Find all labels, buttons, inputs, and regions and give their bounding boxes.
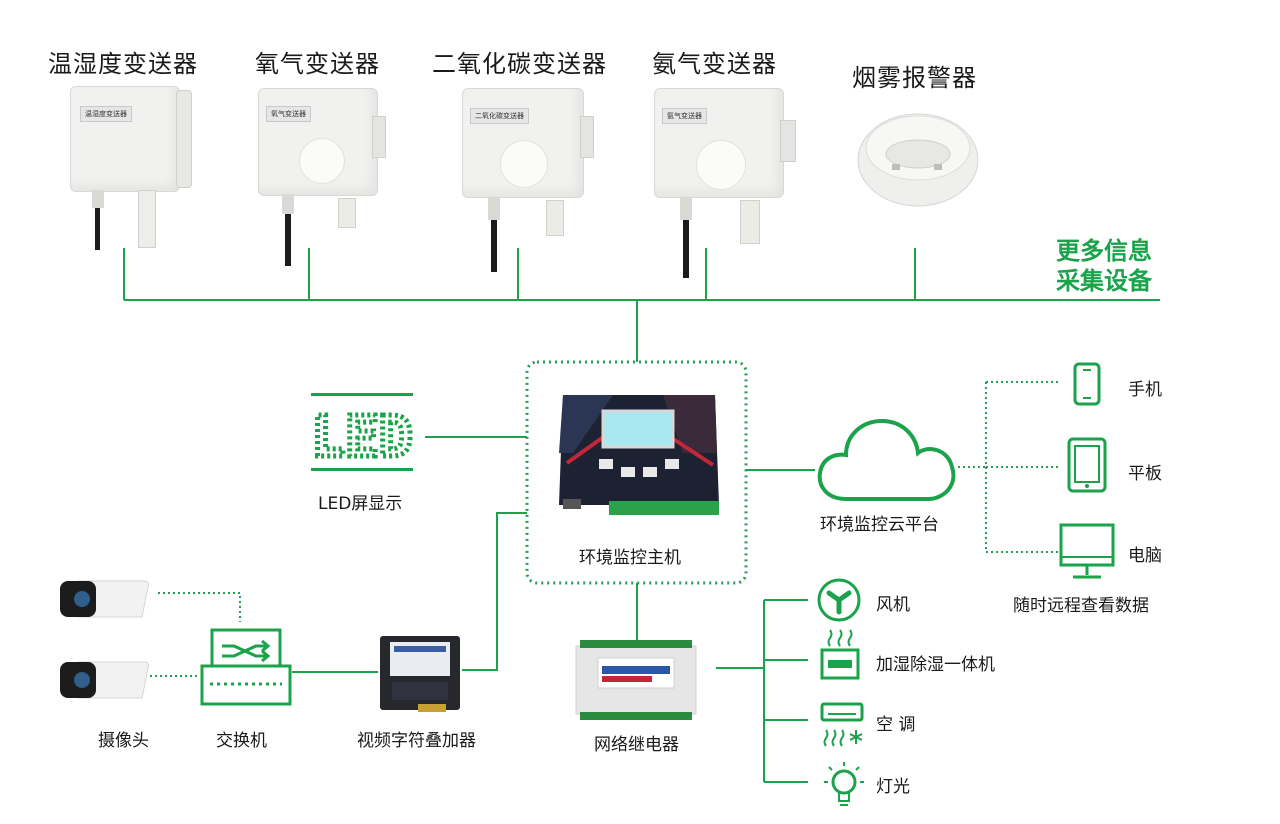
light-label: 灯光 <box>876 777 910 797</box>
co2-transmitter-image: 二氧化碳变送器 <box>460 86 600 276</box>
computer-label: 电脑 <box>1128 546 1162 566</box>
smoke-alarm-image <box>856 104 984 208</box>
temp-humidity-transmitter-image: 温湿度变送器 <box>66 86 192 251</box>
computer-icon <box>1059 523 1115 581</box>
host-label: 环境监控主机 <box>579 548 681 568</box>
osd-label: 视频字符叠加器 <box>357 731 476 751</box>
led-label: LED屏显示 <box>318 494 403 514</box>
sensor-title-co2: 二氧化碳变送器 <box>432 50 607 78</box>
device-badge: 氨气变送器 <box>662 108 707 124</box>
tablet-icon <box>1067 437 1107 493</box>
ac-label: 空 调 <box>876 715 916 735</box>
oxygen-transmitter-image: 氧气变送器 <box>254 86 388 270</box>
cloud-icon <box>816 413 958 503</box>
phone-label: 手机 <box>1128 380 1162 400</box>
camera-1-image <box>58 577 150 621</box>
humidifier-label: 加湿除湿一体机 <box>876 655 995 675</box>
device-badge: 氧气变送器 <box>266 106 311 122</box>
led-display-icon: LED <box>309 392 415 473</box>
camera-label: 摄像头 <box>98 731 149 751</box>
fan-label: 风机 <box>876 595 910 615</box>
relay-label: 网络继电器 <box>594 735 679 755</box>
more-devices-line1: 更多信息 <box>1056 237 1152 265</box>
led-text: LED <box>311 405 412 470</box>
sensor-title-ammonia: 氨气变送器 <box>652 50 777 78</box>
fan-icon <box>816 577 862 623</box>
device-badge: 温湿度变送器 <box>80 106 132 122</box>
sensor-title-temp-humidity: 温湿度变送器 <box>48 50 198 78</box>
tablet-label: 平板 <box>1128 464 1162 484</box>
humidifier-icon <box>818 628 862 680</box>
smoke-alarm-title: 烟雾报警器 <box>852 64 977 92</box>
ammonia-transmitter-image: 氨气变送器 <box>652 86 798 282</box>
camera-2-image <box>58 658 150 702</box>
video-osd-device-image <box>378 632 462 716</box>
phone-icon <box>1073 362 1101 406</box>
monitoring-host-image <box>553 393 721 517</box>
cloud-label: 环境监控云平台 <box>820 515 939 535</box>
air-conditioner-icon <box>818 700 866 748</box>
more-devices-label: 更多信息 采集设备 <box>1056 236 1152 296</box>
light-bulb-icon <box>822 760 866 810</box>
network-relay-image <box>574 640 698 720</box>
network-switch-icon <box>200 624 292 706</box>
more-devices-line2: 采集设备 <box>1056 267 1152 295</box>
switch-label: 交换机 <box>216 731 267 751</box>
device-badge: 二氧化碳变送器 <box>470 108 529 124</box>
sensor-title-oxygen: 氧气变送器 <box>255 50 380 78</box>
terminals-caption: 随时远程查看数据 <box>1013 596 1149 616</box>
